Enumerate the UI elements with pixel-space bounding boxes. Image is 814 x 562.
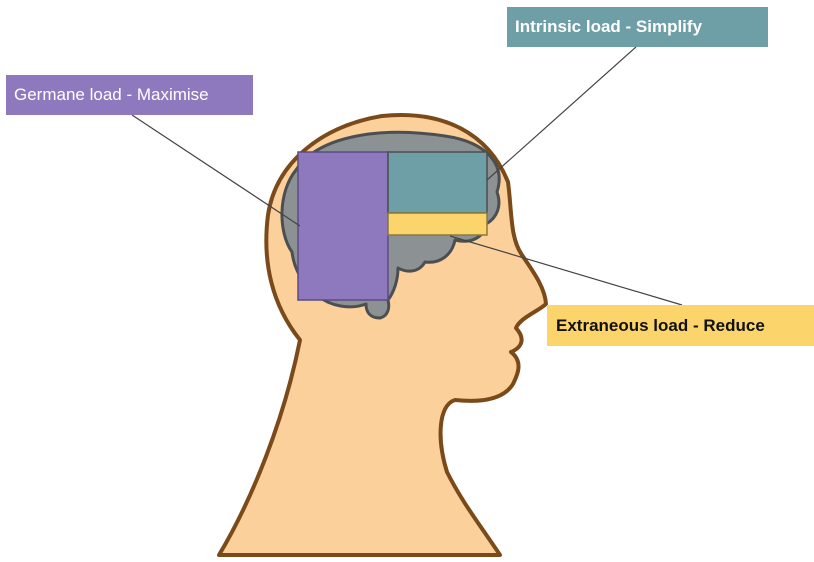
intrinsic-load-label: Intrinsic load - Simplify xyxy=(507,7,768,47)
intrinsic-callout-line xyxy=(487,47,636,180)
extraneous-load-block xyxy=(388,213,487,235)
intrinsic-load-block xyxy=(388,152,487,213)
germane-load-label: Germane load - Maximise xyxy=(6,75,253,115)
germane-load-block xyxy=(298,152,388,300)
germane-callout-line xyxy=(132,115,300,226)
extraneous-load-label: Extraneous load - Reduce xyxy=(547,305,814,346)
